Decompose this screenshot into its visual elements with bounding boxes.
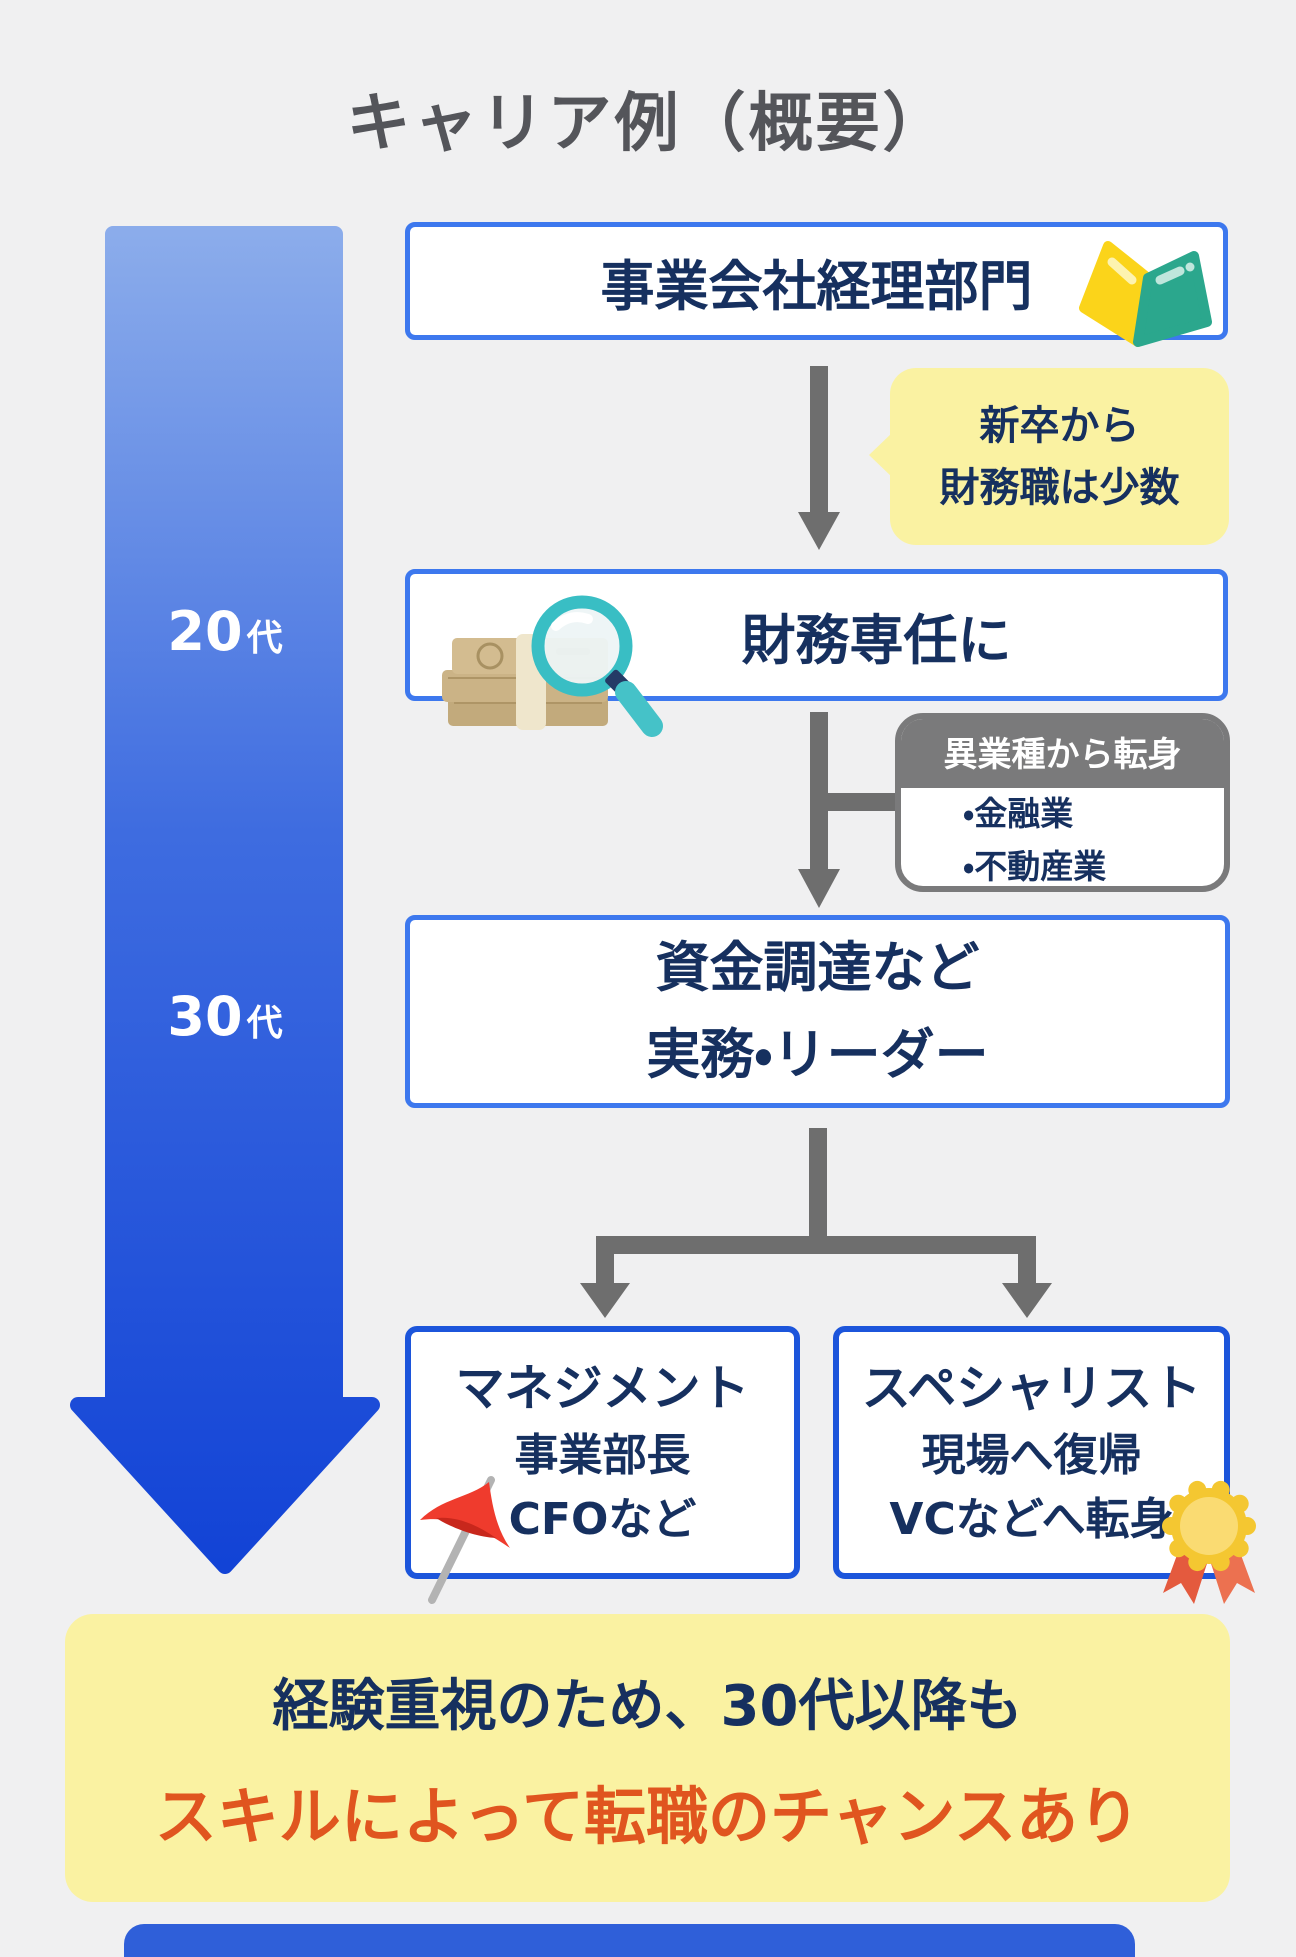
- note-bubble-line2: 財務職は少数: [939, 464, 1180, 511]
- career-change-card-header: 異業種から転身: [901, 719, 1224, 788]
- age-20s-suffix: 代: [246, 618, 283, 659]
- medal-icon: [1162, 1480, 1256, 1604]
- branch-connector: [580, 1128, 1052, 1318]
- flow-box-accounting-dept-label: 事業会社経理部門: [600, 254, 1033, 318]
- specialist-line2: 現場へ復帰: [921, 1430, 1142, 1482]
- red-flag-icon: [420, 1476, 510, 1604]
- flow-box-finance-duty-label: 財務専任に: [741, 608, 1012, 672]
- flow-box-fundraising-line1: 資金調達など: [655, 936, 980, 1000]
- down-arrow-2: [798, 712, 910, 908]
- money-magnifier-icon: [442, 595, 663, 737]
- page-title: キャリア例（概要）: [346, 87, 950, 161]
- career-change-card: 異業種から転身 ・金融業 ・不動産業: [895, 713, 1230, 892]
- flow-box-fundraising-leader: 資金調達など 実務・リーダー: [405, 915, 1230, 1108]
- flow-box-management: マネジメント 事業部長 CFOなど: [405, 1326, 800, 1579]
- down-arrow-1: [798, 366, 840, 550]
- career-change-item-realestate: ・不動産業: [963, 846, 1107, 886]
- summary-note: 経験重視のため、30代以降も スキルによって転職のチャンスあり: [65, 1614, 1230, 1902]
- management-line2: 事業部長: [514, 1430, 691, 1482]
- next-section-edge: [124, 1924, 1135, 1957]
- age-20s-number: 20: [167, 600, 243, 663]
- note-bubble-line1: 新卒から: [979, 402, 1140, 449]
- note-bubble-new-grad: 新卒から 財務職は少数: [869, 368, 1229, 545]
- summary-line1: 経験重視のため、30代以降も: [272, 1673, 1023, 1739]
- age-30s-suffix: 代: [246, 1003, 283, 1044]
- timeline-arrow: [70, 226, 380, 1574]
- career-change-item-finance: ・金融業: [963, 794, 1074, 833]
- age-30s-number: 30: [167, 985, 243, 1048]
- flow-box-specialist: スペシャリスト 現場へ復帰 VCなどへ転身: [833, 1326, 1230, 1579]
- specialist-line3: VCなどへ転身: [889, 1494, 1174, 1546]
- open-book-icon: [1079, 241, 1212, 347]
- specialist-title: スペシャリスト: [861, 1360, 1202, 1418]
- summary-line2: スキルによって転職のチャンスあり: [154, 1779, 1141, 1853]
- management-title: マネジメント: [455, 1360, 750, 1418]
- management-line3: CFOなど: [508, 1494, 697, 1546]
- flow-box-fundraising-line2: 実務・リーダー: [646, 1022, 989, 1086]
- career-change-card-body: ・金融業 ・不動産業: [901, 788, 1224, 886]
